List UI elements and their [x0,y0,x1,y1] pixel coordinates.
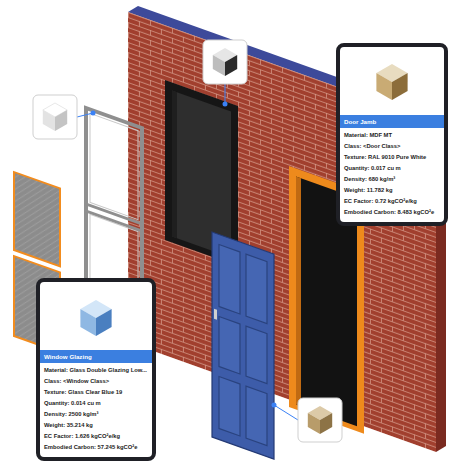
property-row: Weight: 11.782 kg [340,185,444,196]
door-panel [219,316,240,373]
property-row: Class: <Window Class> [40,376,152,387]
glazing-pane [14,172,60,266]
cube-top [376,64,407,82]
sash-rail [86,211,142,231]
card-heading: Door Jamb [340,115,444,128]
material-tile [203,40,247,84]
leader-dot [91,111,96,116]
material-tile [298,398,342,442]
property-row: Weight: 35.214 kg [40,420,152,431]
door-panel [246,254,267,323]
cube-left [308,413,320,434]
jamb-depth [296,176,301,406]
door-panel [246,386,267,445]
property-row: Texture: Glass Clear Blue 19 [40,387,152,398]
door-panel [246,326,267,383]
cube-right [392,73,408,100]
leader-dot [272,403,277,408]
door-panel [219,376,240,435]
cube-left [43,110,55,131]
property-row: Quantity: 0.017 cu m [340,163,444,174]
door-panel [219,244,240,313]
property-row: Density: 680 kg/m³ [340,174,444,185]
cube-right [96,309,112,336]
door-handle [214,309,217,320]
cube-left [376,73,392,100]
property-row: Density: 2500 kg/m³ [40,409,152,420]
cube-top [80,300,111,318]
material-tile [33,95,77,139]
property-row: Embodied Carbon: 8.483 kgCO²e [340,207,444,218]
leader-dot [223,102,228,107]
property-row: Embodied Carbon: 57.245 kgCO²e [40,442,152,453]
info-card: Door JambMaterial: MDF MTClass: <Door Cl… [336,43,448,226]
property-row: EC Factor: 0.72 kgCO²e/kg [340,196,444,207]
leader-line [225,84,226,104]
cube-right [320,413,332,434]
cube-left [80,309,96,336]
sash-inner [90,113,138,219]
property-row: EC Factor: 1.626 kgCO²e/kg [40,431,152,442]
window-reveal [172,90,177,238]
cube-right [55,110,67,131]
info-card: Window GlazingMaterial: Glass Double Gla… [36,278,156,461]
cube-right [225,55,237,76]
window-opening [172,90,231,257]
property-row: Texture: RAL 9010 Pure White [340,152,444,163]
cube-left [213,55,225,76]
property-row: Material: Glass Double Glazing Low... [40,365,152,376]
door-leaf [212,232,274,459]
property-row: Class: <Door Class> [340,141,444,152]
property-row: Quantity: 0.014 cu m [40,398,152,409]
property-row: Material: MDF MT [340,130,444,141]
card-heading: Window Glazing [40,350,152,363]
leader-line [274,405,298,420]
